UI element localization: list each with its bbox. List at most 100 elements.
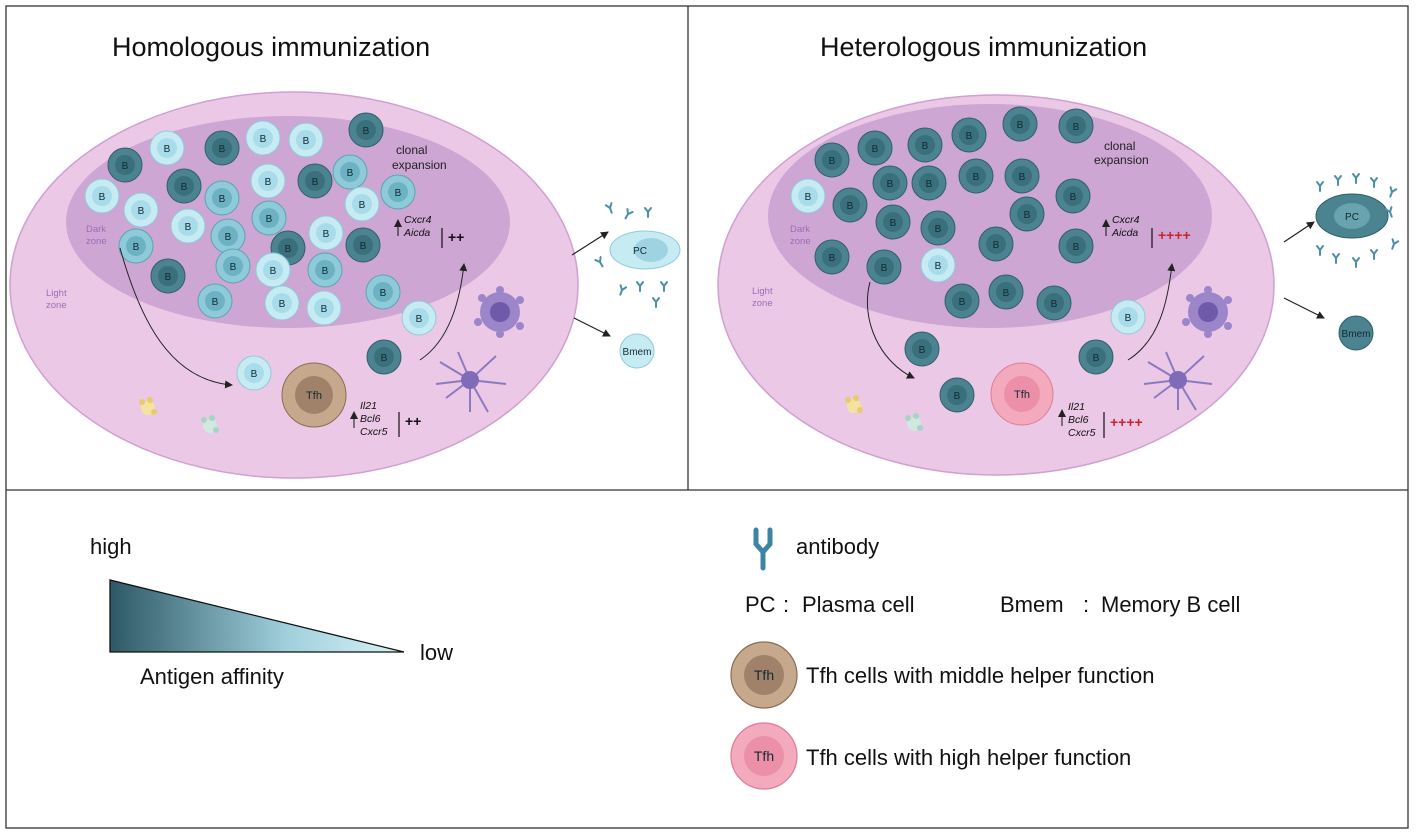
homologous-panel: Homologous immunization Dark zone Light … — [9, 32, 681, 479]
b-cell: B — [297, 163, 333, 199]
dendritic-cell — [435, 351, 507, 413]
antibody-icon — [624, 208, 634, 220]
b-cell-label: B — [260, 134, 267, 145]
b-cell-label: B — [872, 144, 879, 155]
b-cell-label: B — [122, 161, 129, 172]
b-cell: B — [123, 192, 159, 228]
dark-zone-label-2: zone — [86, 236, 107, 247]
b-cell: B — [866, 249, 902, 285]
b-cell-label: B — [847, 201, 854, 212]
tfh-label: Tfh — [306, 390, 322, 402]
b-cell: B — [236, 355, 272, 391]
b-cell-label: B — [922, 141, 929, 152]
b-cell-label: B — [1017, 120, 1024, 131]
bmem-arrow — [573, 317, 611, 337]
dz-level: ++++ — [1158, 227, 1191, 243]
antibody-label: antibody — [796, 534, 879, 559]
b-cell: B — [1058, 228, 1094, 264]
bmem-cell — [1338, 315, 1374, 351]
b-cell-label: B — [181, 182, 188, 193]
antibody-icon — [1370, 249, 1378, 260]
antibody-icon — [753, 527, 773, 571]
antibody-icon — [1332, 253, 1340, 264]
antibody-icon — [1352, 257, 1360, 268]
b-cell-label: B — [138, 206, 145, 217]
tfh-nucleus — [295, 376, 333, 414]
b-cell-label: B — [363, 126, 370, 137]
affinity-low-label: low — [420, 640, 453, 665]
pc-label: PC — [1345, 212, 1359, 223]
dendritic-cell — [1143, 351, 1213, 411]
antibody-icon — [660, 281, 668, 292]
b-cell-label: B — [1073, 242, 1080, 253]
b-cell-label: B — [805, 192, 812, 203]
b-cell-label: B — [1070, 192, 1077, 203]
b-cell: B — [904, 331, 940, 367]
pc-arrow — [1283, 221, 1315, 243]
b-cell-label: B — [347, 168, 354, 179]
b-cell: B — [790, 178, 826, 214]
b-cell-label: B — [926, 179, 933, 190]
b-cell: B — [978, 226, 1014, 262]
b-cell-label: B — [219, 194, 226, 205]
b-cell-label: B — [251, 369, 258, 380]
b-cell: B — [348, 112, 384, 148]
antibody-icon — [1391, 238, 1400, 250]
b-cell-label: B — [185, 222, 192, 233]
macrophage — [474, 286, 524, 338]
bmem-label: Bmem — [623, 347, 652, 358]
b-cell: B — [944, 283, 980, 319]
b-cell-label: B — [381, 353, 388, 364]
dendritic-cell-body — [461, 371, 479, 389]
b-cell: B — [380, 174, 416, 210]
b-cell: B — [307, 252, 343, 288]
b-cell: B — [814, 239, 850, 275]
b-cell-label: B — [919, 345, 926, 356]
antibodies — [594, 202, 668, 308]
antibody-icon — [1316, 245, 1324, 256]
b-cell-label: B — [973, 172, 980, 183]
antibody-icon — [1316, 181, 1324, 192]
b-cell: B — [255, 252, 291, 288]
clonal-label-1: clonal — [1104, 139, 1135, 153]
b-cell: B — [1078, 339, 1114, 375]
light-zone-label-2: zone — [46, 300, 67, 311]
dark-zone-label-1: Dark — [790, 224, 810, 235]
b-cell: B — [857, 130, 893, 166]
lz-level: ++++ — [1110, 414, 1143, 430]
b-cell: B — [875, 204, 911, 240]
b-cell: B — [215, 248, 251, 284]
gene-cxcr5: Cxcr5 — [1068, 427, 1096, 439]
b-cell-label: B — [312, 177, 319, 188]
bmem-abbr: Bmem — [1000, 592, 1064, 617]
b-cell: B — [832, 187, 868, 223]
b-cell-label: B — [1003, 288, 1010, 299]
b-cell-label: B — [321, 304, 328, 315]
antibody-icon — [619, 284, 628, 296]
gene-il21: Il21 — [1068, 401, 1085, 413]
antigen-complex-green — [201, 415, 219, 433]
b-cell-label: B — [164, 144, 171, 155]
b-cell: B — [250, 163, 286, 199]
dark-zone-label-1: Dark — [86, 224, 106, 235]
b-cell: B — [365, 274, 401, 310]
antibody-icon — [1384, 206, 1393, 218]
b-cell: B — [308, 215, 344, 251]
b-cell: B — [251, 200, 287, 236]
b-cell-label: B — [954, 391, 961, 402]
clonal-label-2: expansion — [1094, 153, 1149, 167]
b-cell-label: B — [1019, 172, 1026, 183]
dendritic-cell-body — [1169, 371, 1187, 389]
pc-abbr: PC — [745, 592, 776, 617]
migration-arrow-up — [1127, 263, 1176, 361]
gene-cxcr5: Cxcr5 — [360, 426, 388, 438]
b-cell: B — [1009, 196, 1045, 232]
b-cell: B — [958, 158, 994, 194]
panel-title: Homologous immunization — [112, 32, 430, 62]
gene-aicda: Aicda — [403, 227, 430, 239]
tfh-label: Tfh — [1014, 389, 1030, 401]
affinity-gradient-wedge — [109, 579, 405, 653]
antibody-icon — [604, 202, 613, 214]
